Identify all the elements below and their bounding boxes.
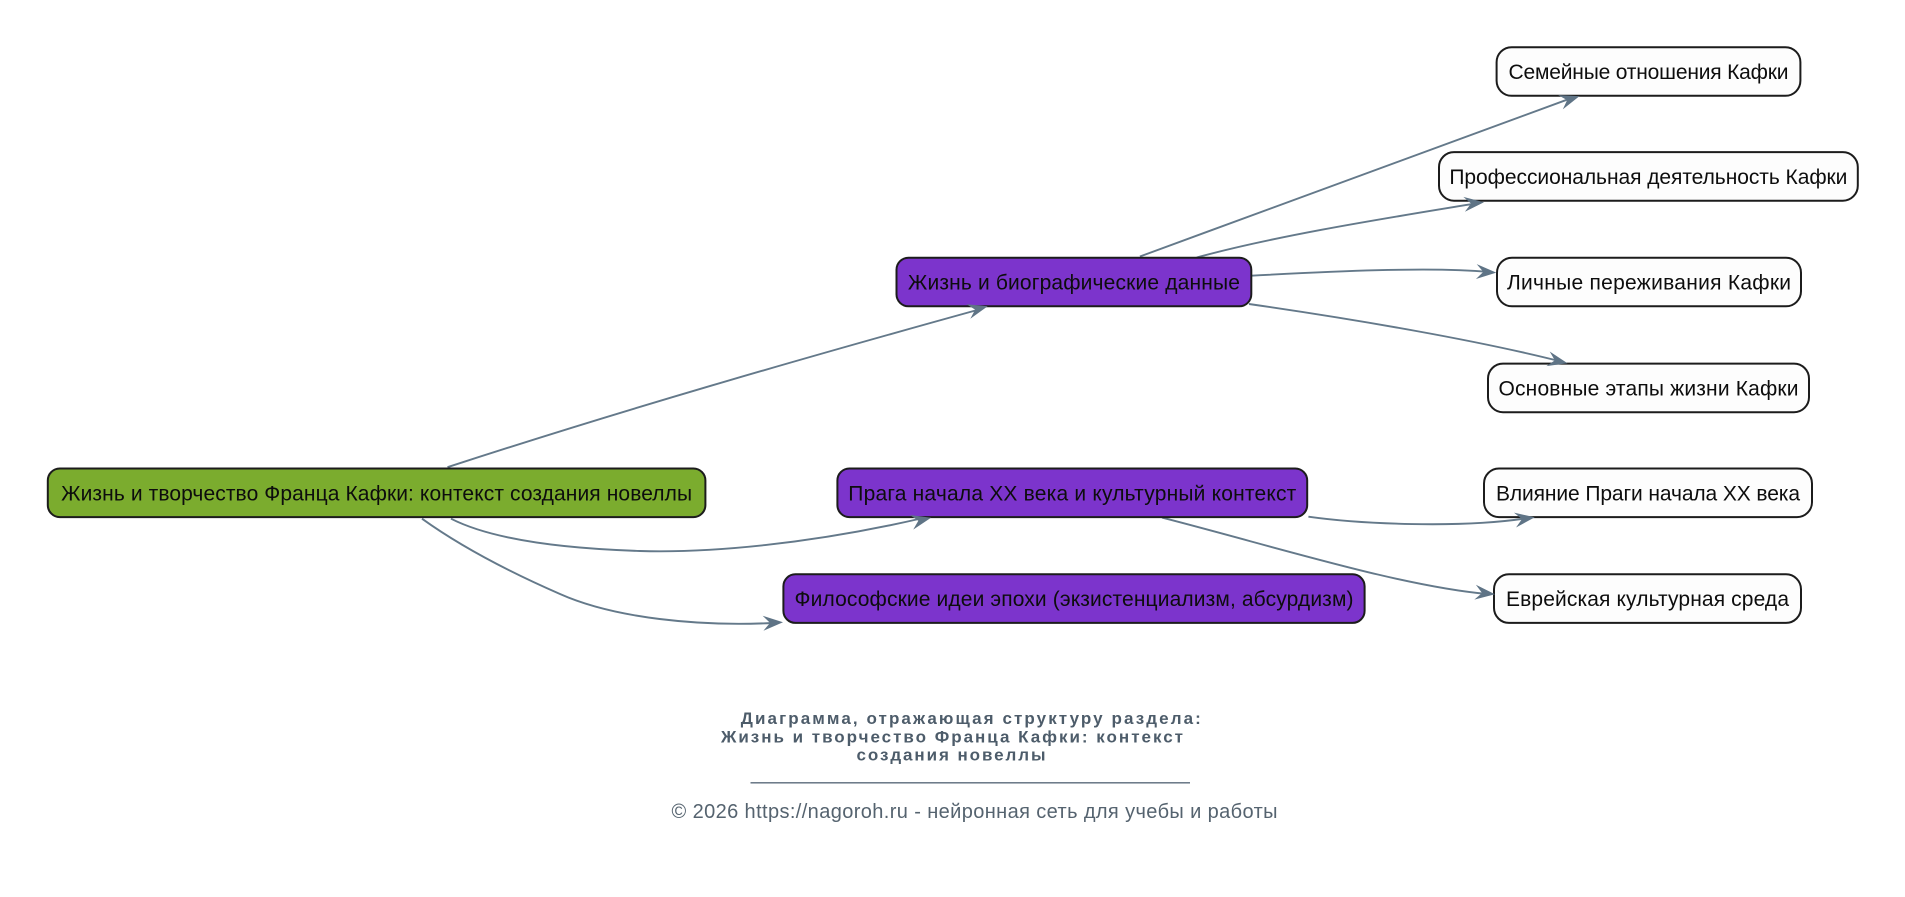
svg-text:Жизнь и биографические данные: Жизнь и биографические данные	[908, 272, 1240, 295]
svg-text:Влияние Праги начала XX века: Влияние Праги начала XX века	[1496, 482, 1800, 505]
svg-text:создания новеллы: создания новеллы	[857, 746, 1046, 765]
svg-text:© 2026 https://nagoroh.ru - не: © 2026 https://nagoroh.ru - нейронная се…	[672, 801, 1278, 823]
svg-text:Жизнь и творчество Франца Кафк: Жизнь и творчество Франца Кафки: контекс…	[61, 482, 692, 505]
svg-text:Жизнь и творчество Франца Кафк: Жизнь и творчество Франца Кафки: контекс…	[720, 727, 1183, 746]
svg-text:Основные этапы жизни Кафки: Основные этапы жизни Кафки	[1499, 377, 1799, 400]
svg-text:Еврейская культурная среда: Еврейская культурная среда	[1506, 588, 1789, 611]
svg-text:Семейные отношения Кафки: Семейные отношения Кафки	[1509, 61, 1789, 84]
svg-text:Философские идеи эпохи (экзист: Философские идеи эпохи (экзистенциализм,…	[795, 588, 1354, 611]
svg-text:Профессиональная деятельность: Профессиональная деятельность Кафки	[1449, 166, 1847, 189]
svg-text:Прага начала XX века и культур: Прага начала XX века и культурный контек…	[848, 482, 1296, 505]
svg-text:Личные переживания Кафки: Личные переживания Кафки	[1507, 272, 1791, 295]
